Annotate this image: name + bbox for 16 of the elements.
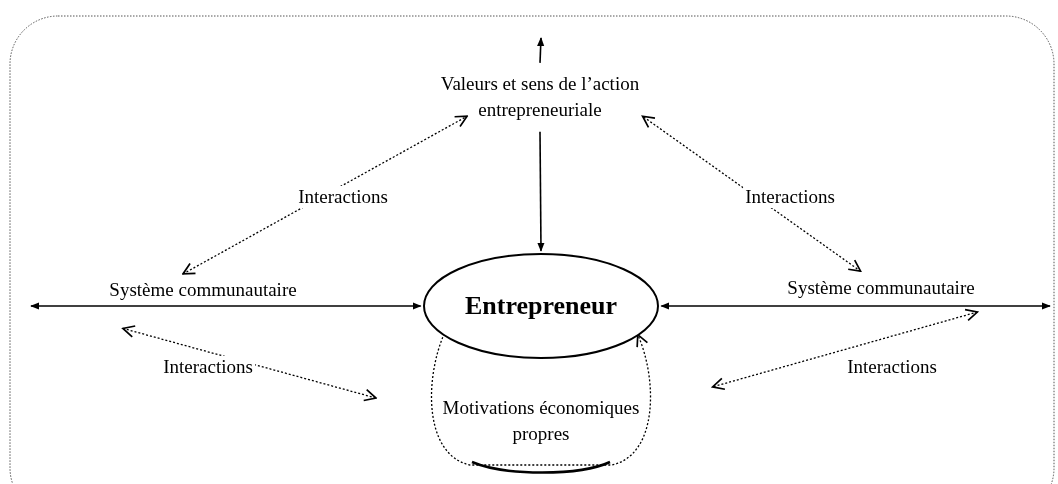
node-label: Valeurs et sens de l’action entrepreneuriale [405, 66, 675, 128]
edge-label: Interactions [743, 186, 837, 208]
entrepreneur-ellipse: Entrepreneur [423, 253, 659, 359]
node-label: Système communautaire [735, 276, 1027, 300]
arrow [122, 325, 377, 402]
arrow [641, 115, 862, 273]
arrow [537, 37, 545, 64]
arrow [430, 332, 652, 466]
arrow [660, 302, 1051, 310]
node-label: Système communautaire [60, 278, 346, 302]
arrow [182, 115, 468, 275]
arrow [711, 308, 979, 391]
edge-label: Interactions [296, 186, 390, 208]
node-label: Motivations économiques propres [431, 390, 651, 452]
arrow [537, 130, 545, 252]
arrow [30, 302, 422, 310]
